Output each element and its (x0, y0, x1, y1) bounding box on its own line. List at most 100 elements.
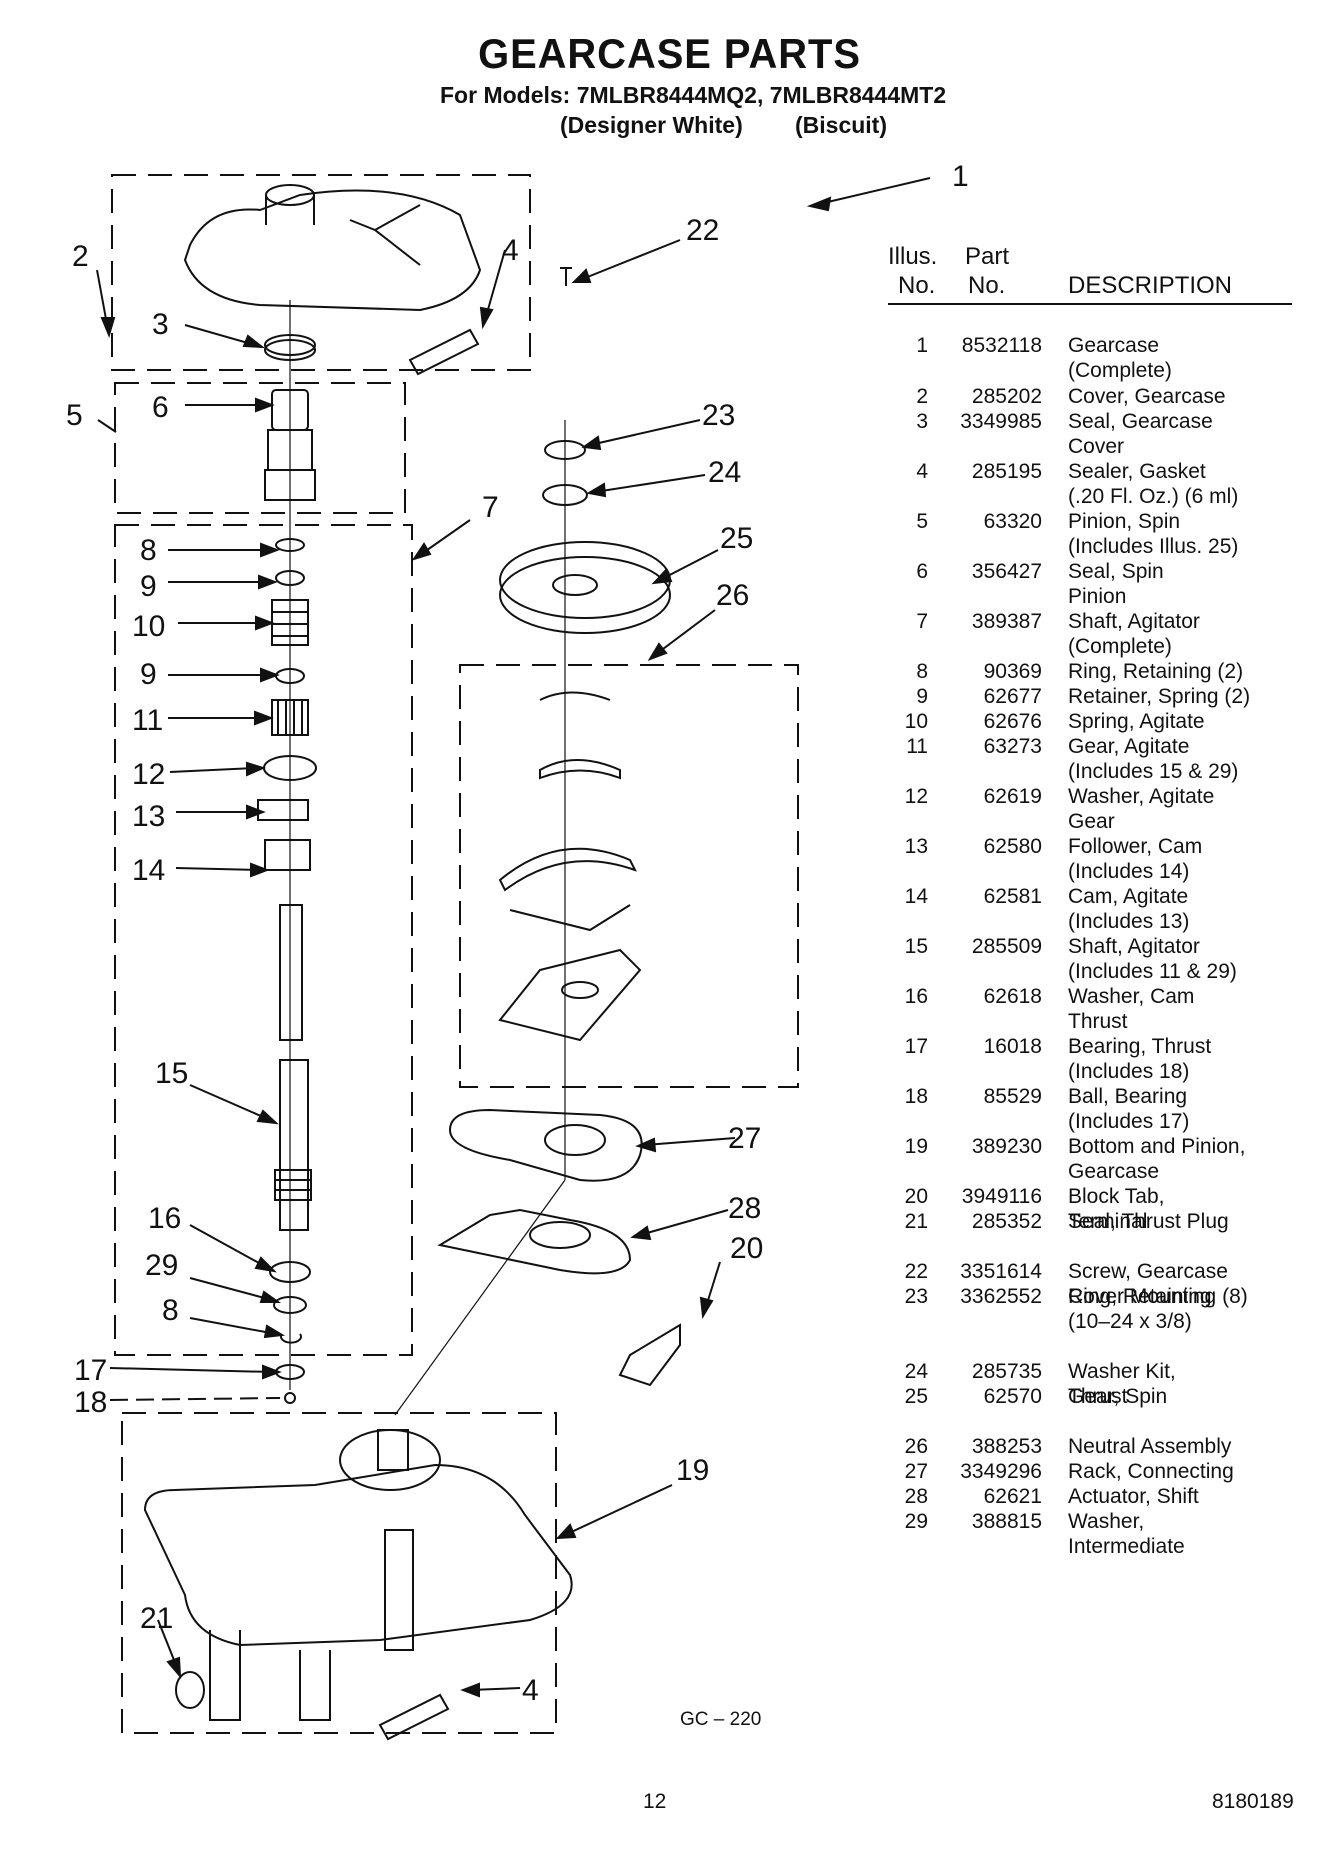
model-color-2: (Biscuit) (795, 112, 887, 138)
callout-10: 10 (132, 610, 165, 643)
illus-no: 19 (904, 1135, 928, 1158)
part-description: Washer, Cam Thrust (1068, 985, 1195, 1033)
part-no: 62677 (983, 685, 1042, 708)
callout-19: 19 (676, 1454, 709, 1487)
illus-no: 13 (904, 835, 928, 858)
illus-no: 10 (904, 710, 928, 733)
callout-3: 3 (152, 308, 169, 341)
illus-no: 4 (916, 460, 928, 483)
part-description: Ball, Bearing (Includes 17) (1068, 1085, 1190, 1133)
illus-no: 23 (904, 1285, 928, 1308)
part-no: 85529 (983, 1085, 1042, 1108)
callout-14: 14 (132, 854, 165, 887)
group-box-2 (111, 174, 531, 371)
part-no: 3349296 (960, 1460, 1042, 1483)
part-no: 62621 (983, 1485, 1042, 1508)
callout-9b: 9 (140, 658, 157, 691)
callout-8: 8 (140, 534, 157, 567)
callout-15: 15 (155, 1057, 188, 1090)
diagram-code: GC – 220 (680, 1709, 761, 1730)
col-description-label: DESCRIPTION (1068, 272, 1233, 299)
callout-13: 13 (132, 800, 165, 833)
illus-no: 16 (904, 985, 928, 1008)
part-description: Shaft, Agitator (Complete) (1068, 610, 1200, 658)
part-no: 285352 (971, 1210, 1042, 1233)
callout-23: 23 (702, 399, 735, 432)
illus-no: 21 (904, 1210, 928, 1233)
illus-no: 12 (904, 785, 928, 808)
part-description: Washer Kit, Thrust (1068, 1360, 1176, 1408)
callout-4b: 4 (522, 1674, 539, 1707)
part-description: Cam, Agitate (Includes 13) (1068, 885, 1190, 933)
illus-no: 5 (916, 510, 928, 533)
part-description: Actuator, Shift (1068, 1485, 1199, 1508)
callout-24: 24 (708, 456, 741, 489)
part-no: 62619 (983, 785, 1042, 808)
part-no: 389387 (971, 610, 1042, 633)
illus-no: 20 (904, 1185, 928, 1208)
part-no: 3351614 (960, 1260, 1042, 1283)
callout-21: 21 (140, 1602, 173, 1635)
gearcase-bottom (143, 1463, 573, 1647)
part-description: Gear, Agitate (Includes 15 & 29) (1068, 735, 1239, 783)
part-description: Rack, Connecting (1068, 1460, 1234, 1483)
part-description: Washer, Agitate Gear (1068, 785, 1215, 833)
axis-line-diag (394, 1179, 566, 1416)
callout-8b: 8 (162, 1294, 179, 1327)
part-no: 62676 (983, 710, 1042, 733)
callout-29: 29 (145, 1249, 178, 1282)
illus-no: 6 (916, 560, 928, 583)
illus-no: 18 (904, 1085, 928, 1108)
callout-20: 20 (730, 1232, 763, 1265)
part-description: Cover, Gearcase (1068, 385, 1226, 408)
part-description: Ring, Retaining (2) (1068, 660, 1244, 683)
part-no: 285202 (971, 385, 1042, 408)
illus-no: 29 (904, 1510, 928, 1533)
illus-no: 22 (904, 1260, 928, 1283)
col-illus-label-2: No. (898, 272, 936, 299)
callout-27: 27 (728, 1122, 761, 1155)
callout-9: 9 (140, 570, 157, 603)
part-description: Gearcase (Complete) (1068, 334, 1172, 382)
part-no: 388253 (971, 1435, 1042, 1458)
illus-no: 25 (904, 1385, 928, 1408)
part-no: 16018 (983, 1035, 1042, 1058)
callout-2: 2 (72, 240, 89, 273)
illus-no: 11 (906, 735, 928, 758)
callout-11: 11 (132, 704, 163, 737)
col-part-label-1: Part (965, 243, 1010, 270)
part-description: Sealer, Gasket (.20 Fl. Oz.) (6 ml) (1068, 460, 1239, 508)
part-no: 285735 (971, 1360, 1042, 1383)
part-description: Pinion, Spin (Includes Illus. 25) (1068, 510, 1239, 558)
part-description: Neutral Assembly (1068, 1435, 1232, 1458)
illus-no: 24 (904, 1360, 928, 1383)
part-no: 62618 (983, 985, 1042, 1008)
model-color-1: (Designer White) (560, 112, 743, 138)
col-illus-label-1: Illus. (888, 243, 938, 270)
part-no: 63320 (983, 510, 1042, 533)
illus-no: 15 (904, 935, 928, 958)
callout-7: 7 (482, 491, 499, 524)
pinion-teeth (264, 469, 316, 501)
part-description: Ring, Retaining (1068, 1285, 1212, 1308)
group-box-26 (459, 664, 799, 1088)
part-no: 63273 (983, 735, 1042, 758)
part-no: 388815 (971, 1510, 1042, 1533)
callout-1: 1 (952, 160, 969, 193)
illus-no: 9 (916, 685, 928, 708)
part-no: 3949116 (961, 1185, 1042, 1208)
illus-no: 28 (904, 1485, 928, 1508)
group-box-5 (114, 382, 406, 514)
callout-6: 6 (152, 391, 169, 424)
gearcase-cover (183, 189, 482, 312)
illus-no: 7 (916, 610, 928, 633)
part-no: 8532118 (961, 334, 1042, 357)
illus-no: 26 (904, 1435, 928, 1458)
part-description: Seal, Thrust Plug (1068, 1210, 1229, 1233)
part-description: Follower, Cam (Includes 14) (1068, 835, 1203, 883)
callout-4: 4 (502, 234, 519, 267)
part-description: Gear, Spin (1068, 1385, 1168, 1408)
illus-no: 27 (904, 1460, 928, 1483)
part-no: 90369 (983, 660, 1042, 683)
